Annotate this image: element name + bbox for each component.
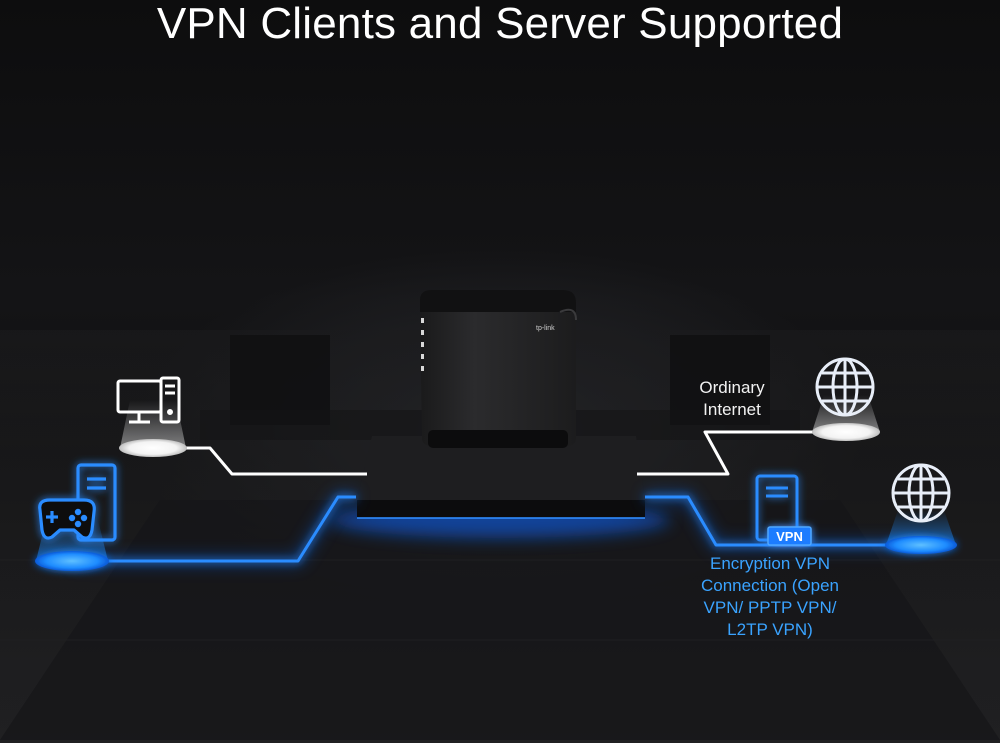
vpn-connection-lines (72, 493, 920, 565)
router-platform (330, 436, 670, 538)
gaming-node (35, 463, 117, 571)
ordinary-internet-label: Ordinary Internet (699, 378, 765, 419)
game-console-icon (38, 463, 117, 542)
globe-icon (815, 357, 875, 417)
router-logo: tp-link (536, 325, 555, 332)
vpn-badge: VPN (776, 529, 803, 544)
pc-node (116, 376, 187, 457)
page-title: VPN Clients and Server Supported (156, 0, 844, 48)
globe-icon (891, 463, 951, 523)
vpn-server-icon: VPN (755, 474, 812, 546)
internet-node-vpn (885, 463, 957, 554)
desktop-computer-icon (116, 376, 181, 424)
internet-node-ordinary (812, 357, 880, 441)
router-device: tp-link (420, 290, 577, 448)
encryption-vpn-label: Encryption VPN Connection (Open VPN/ PPT… (701, 554, 839, 639)
